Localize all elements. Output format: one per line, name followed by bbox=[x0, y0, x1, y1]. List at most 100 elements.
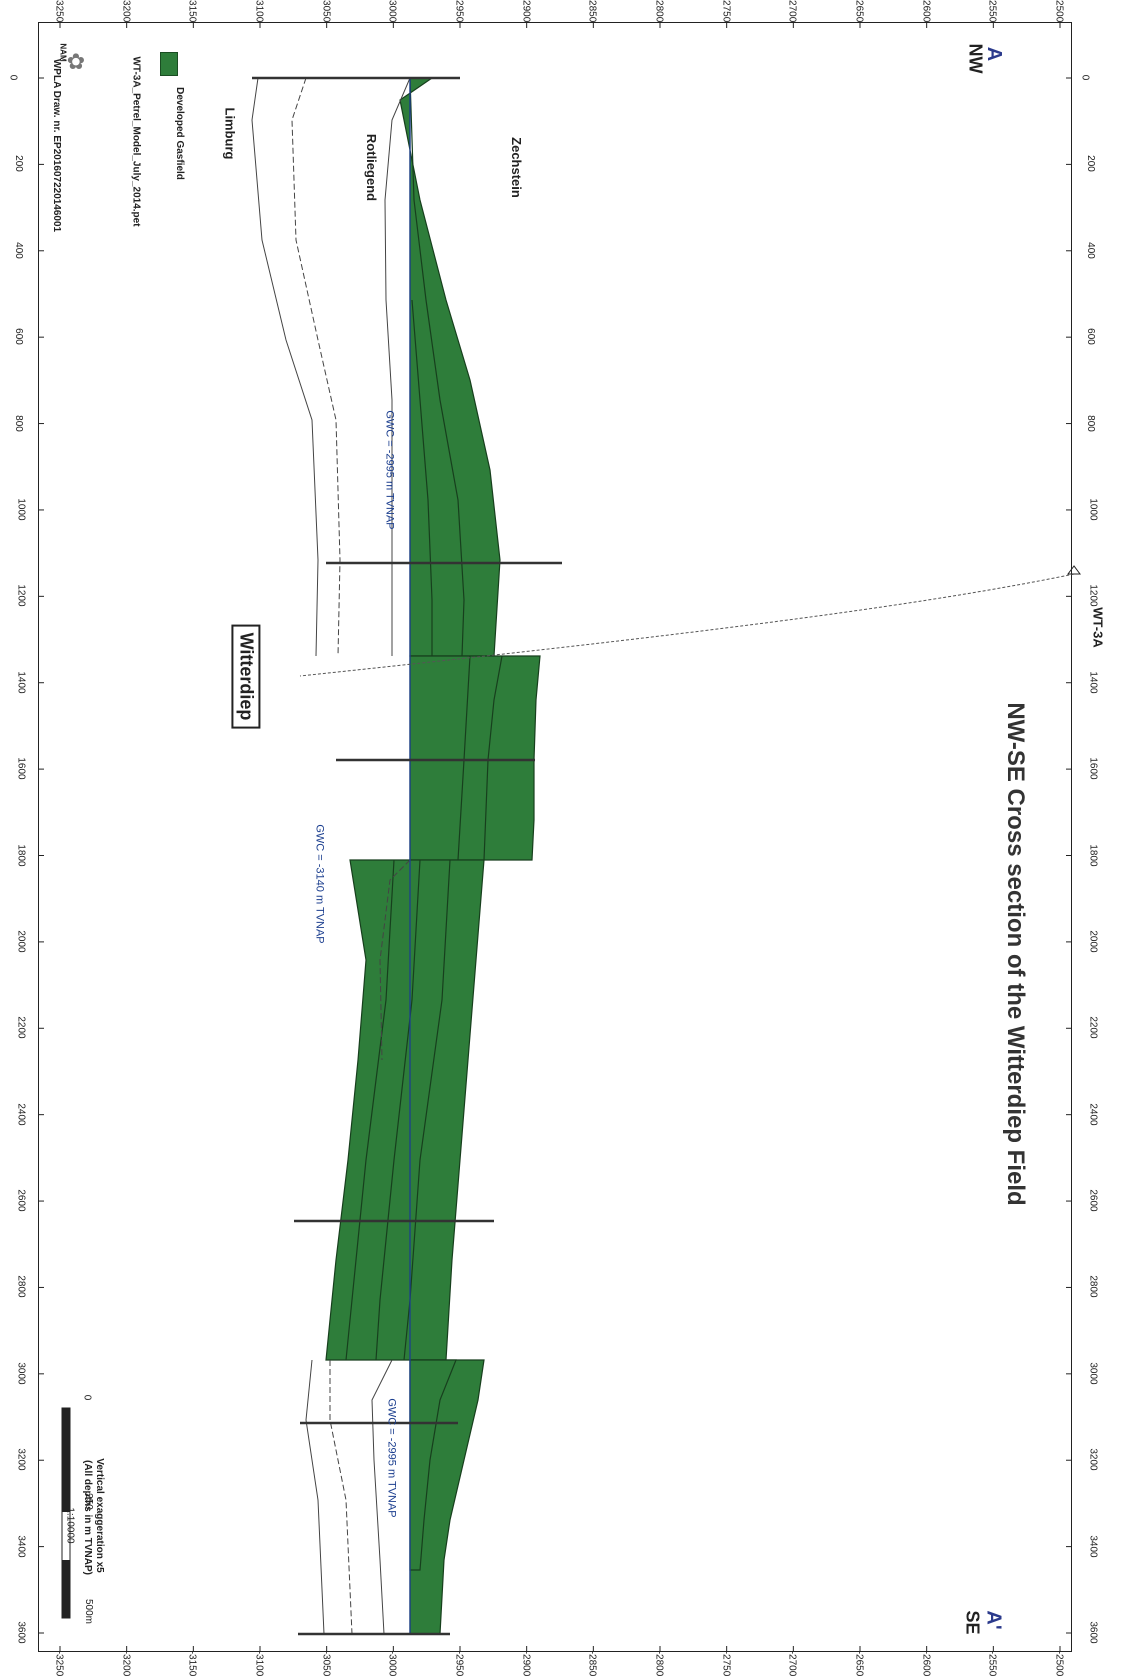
distance-tick-label-left: 2000 bbox=[15, 930, 27, 953]
formation-line-7 bbox=[305, 1359, 325, 1635]
distance-tick-label-left: 600 bbox=[12, 328, 24, 345]
depth-tick-label-top: -3200 bbox=[119, 0, 131, 23]
distance-tick-label-right: 3000 bbox=[1087, 1362, 1099, 1385]
depth-tick-label-top: -3100 bbox=[253, 0, 265, 23]
distance-tick-label-right: 600 bbox=[1084, 328, 1096, 345]
depth-tick-label-bottom: -2750 bbox=[719, 1650, 731, 1677]
gwc-label-3: GWC = -2995 m TVNAP bbox=[385, 1398, 398, 1518]
distance-tick-label-left: 3600 bbox=[15, 1621, 27, 1644]
depth-tick-label-bottom: -2900 bbox=[519, 1650, 531, 1677]
distance-tick-label-left: 1600 bbox=[15, 757, 27, 780]
distance-tick-label-right: 400 bbox=[1084, 241, 1096, 259]
depth-tick-label-bottom: -2550 bbox=[986, 1650, 998, 1677]
scale-tick-500: 500m bbox=[83, 1598, 95, 1625]
depth-tick-label-top: -2800 bbox=[653, 0, 665, 23]
company-logo-icon: ✿ bbox=[66, 49, 86, 74]
gas-horizon-1 bbox=[409, 77, 465, 657]
scale-ratio: 1:10000 bbox=[64, 1507, 76, 1544]
distance-tick-label-left: 1400 bbox=[15, 671, 27, 694]
distance-tick-label-right: 2000 bbox=[1087, 930, 1099, 953]
distance-tick-label-right: 2400 bbox=[1087, 1103, 1099, 1126]
depth-tick-label-top: -2700 bbox=[786, 0, 798, 23]
depth-tick-label-bottom: -2700 bbox=[786, 1650, 798, 1677]
figure-title: NW-SE Cross section of the Witterdiep Fi… bbox=[1002, 702, 1029, 1206]
scale-bar-segment-2 bbox=[62, 1560, 70, 1618]
distance-tick-label-right: 1000 bbox=[1087, 498, 1099, 521]
gas-horizon-7 bbox=[345, 859, 395, 1361]
scale-tick-250: 250 bbox=[82, 1493, 94, 1510]
distance-tick-label-left: 2800 bbox=[15, 1275, 27, 1299]
gwc-label-1: GWC = -2995 m TVNAP bbox=[383, 410, 396, 530]
distance-tick-label-right: 200 bbox=[1084, 155, 1096, 173]
depth-tick-label-top: -2750 bbox=[719, 0, 731, 23]
formation-line-2 bbox=[291, 77, 341, 657]
depth-tick-label-top: -2950 bbox=[453, 0, 465, 23]
start-letter: A bbox=[983, 46, 1006, 62]
depth-tick-label-top: -2650 bbox=[853, 0, 865, 23]
depth-tick-label-bottom: -3100 bbox=[253, 1650, 265, 1677]
depth-tick-label-bottom: -2500 bbox=[1053, 1650, 1065, 1677]
depth-tick-label-bottom: -2950 bbox=[453, 1650, 465, 1677]
legend-gas-swatch bbox=[160, 52, 178, 76]
distance-tick-label-right: 0 bbox=[1079, 74, 1091, 81]
distance-tick-label-right: 1800 bbox=[1087, 843, 1099, 867]
depth-tick-label-bottom: -3000 bbox=[386, 1650, 398, 1677]
depth-tick-label-bottom: -3200 bbox=[119, 1650, 131, 1677]
depth-tick-label-top: -3150 bbox=[186, 0, 198, 23]
formation-line-1 bbox=[384, 77, 411, 656]
distance-tick-label-right: 1400 bbox=[1087, 671, 1099, 694]
distance-tick-label-left: 1000 bbox=[15, 498, 27, 521]
field-name-box: Witterdiep bbox=[231, 624, 261, 729]
scale-tick-0: 0 bbox=[81, 1394, 93, 1401]
legend-drawing-number: WPLA Draw. nr. EP201607220146001 bbox=[51, 58, 63, 233]
depth-tick-label-bottom: -2800 bbox=[653, 1650, 665, 1677]
unit-label-zechstein: Zechstein bbox=[508, 137, 524, 198]
distance-tick-label-left: 400 bbox=[12, 241, 24, 259]
distance-tick-label-right: 3200 bbox=[1087, 1448, 1099, 1471]
scale-bar-segment-1 bbox=[62, 1408, 70, 1512]
distance-tick-label-left: 3400 bbox=[15, 1534, 27, 1558]
distance-tick-label-left: 0 bbox=[7, 74, 19, 81]
legend-developed-label: Developed Gasfield bbox=[173, 87, 185, 180]
end-letter: A' bbox=[982, 1610, 1005, 1630]
gwc-label-2: GWC = -3140 m TVNAP bbox=[313, 824, 326, 944]
unit-label-limburg: Limburg bbox=[222, 107, 238, 160]
plot-frame bbox=[38, 22, 1072, 1652]
formation-line-3 bbox=[251, 77, 319, 657]
distance-tick-label-left: 800 bbox=[12, 414, 24, 432]
distance-tick-label-left: 1200 bbox=[15, 584, 27, 607]
depth-tick-label-bottom: -3250 bbox=[53, 1650, 65, 1677]
depth-tick-label-bottom: -3050 bbox=[319, 1650, 331, 1677]
depth-tick-label-top: -2500 bbox=[1053, 0, 1065, 23]
distance-tick-label-right: 3600 bbox=[1087, 1621, 1099, 1644]
unit-label-rotliegend: Rotliegend bbox=[364, 133, 380, 202]
formation-line-4 bbox=[379, 859, 411, 1061]
gas-block-2 bbox=[409, 655, 541, 861]
depth-tick-label-top: -2900 bbox=[519, 0, 531, 23]
legend-model-file: WT-3A_Petrel_Model_July_2014.pet bbox=[130, 56, 142, 227]
depth-tick-label-top: -3250 bbox=[53, 0, 65, 23]
depth-tick-label-top: -2600 bbox=[919, 0, 931, 23]
distance-tick-label-left: 200 bbox=[12, 155, 24, 173]
distance-tick-label-left: 3000 bbox=[15, 1362, 27, 1385]
well-trajectory bbox=[299, 573, 1075, 677]
distance-tick-label-right: 1200 bbox=[1087, 584, 1099, 607]
depth-tick-label-top: -3000 bbox=[386, 0, 398, 23]
distance-tick-label-right: 800 bbox=[1084, 414, 1096, 432]
scale-exaggeration: Vertical exaggeration x5 bbox=[93, 1458, 105, 1573]
gas-block-3 bbox=[325, 859, 485, 1361]
gas-horizon-2 bbox=[411, 299, 433, 656]
end-direction: SE bbox=[962, 1610, 983, 1635]
well-symbol bbox=[1067, 565, 1081, 575]
depth-tick-label-bottom: -2850 bbox=[586, 1650, 598, 1677]
gas-horizon-5 bbox=[403, 859, 451, 1361]
distance-tick-label-right: 3400 bbox=[1087, 1534, 1099, 1558]
depth-tick-label-bottom: -2650 bbox=[853, 1650, 865, 1677]
distance-tick-label-left: 2400 bbox=[15, 1103, 27, 1126]
distance-tick-label-left: 2600 bbox=[15, 1189, 27, 1212]
formation-line-6 bbox=[329, 1360, 353, 1635]
depth-tick-label-bottom: -3150 bbox=[186, 1650, 198, 1677]
formation-line-5 bbox=[371, 1359, 393, 1635]
